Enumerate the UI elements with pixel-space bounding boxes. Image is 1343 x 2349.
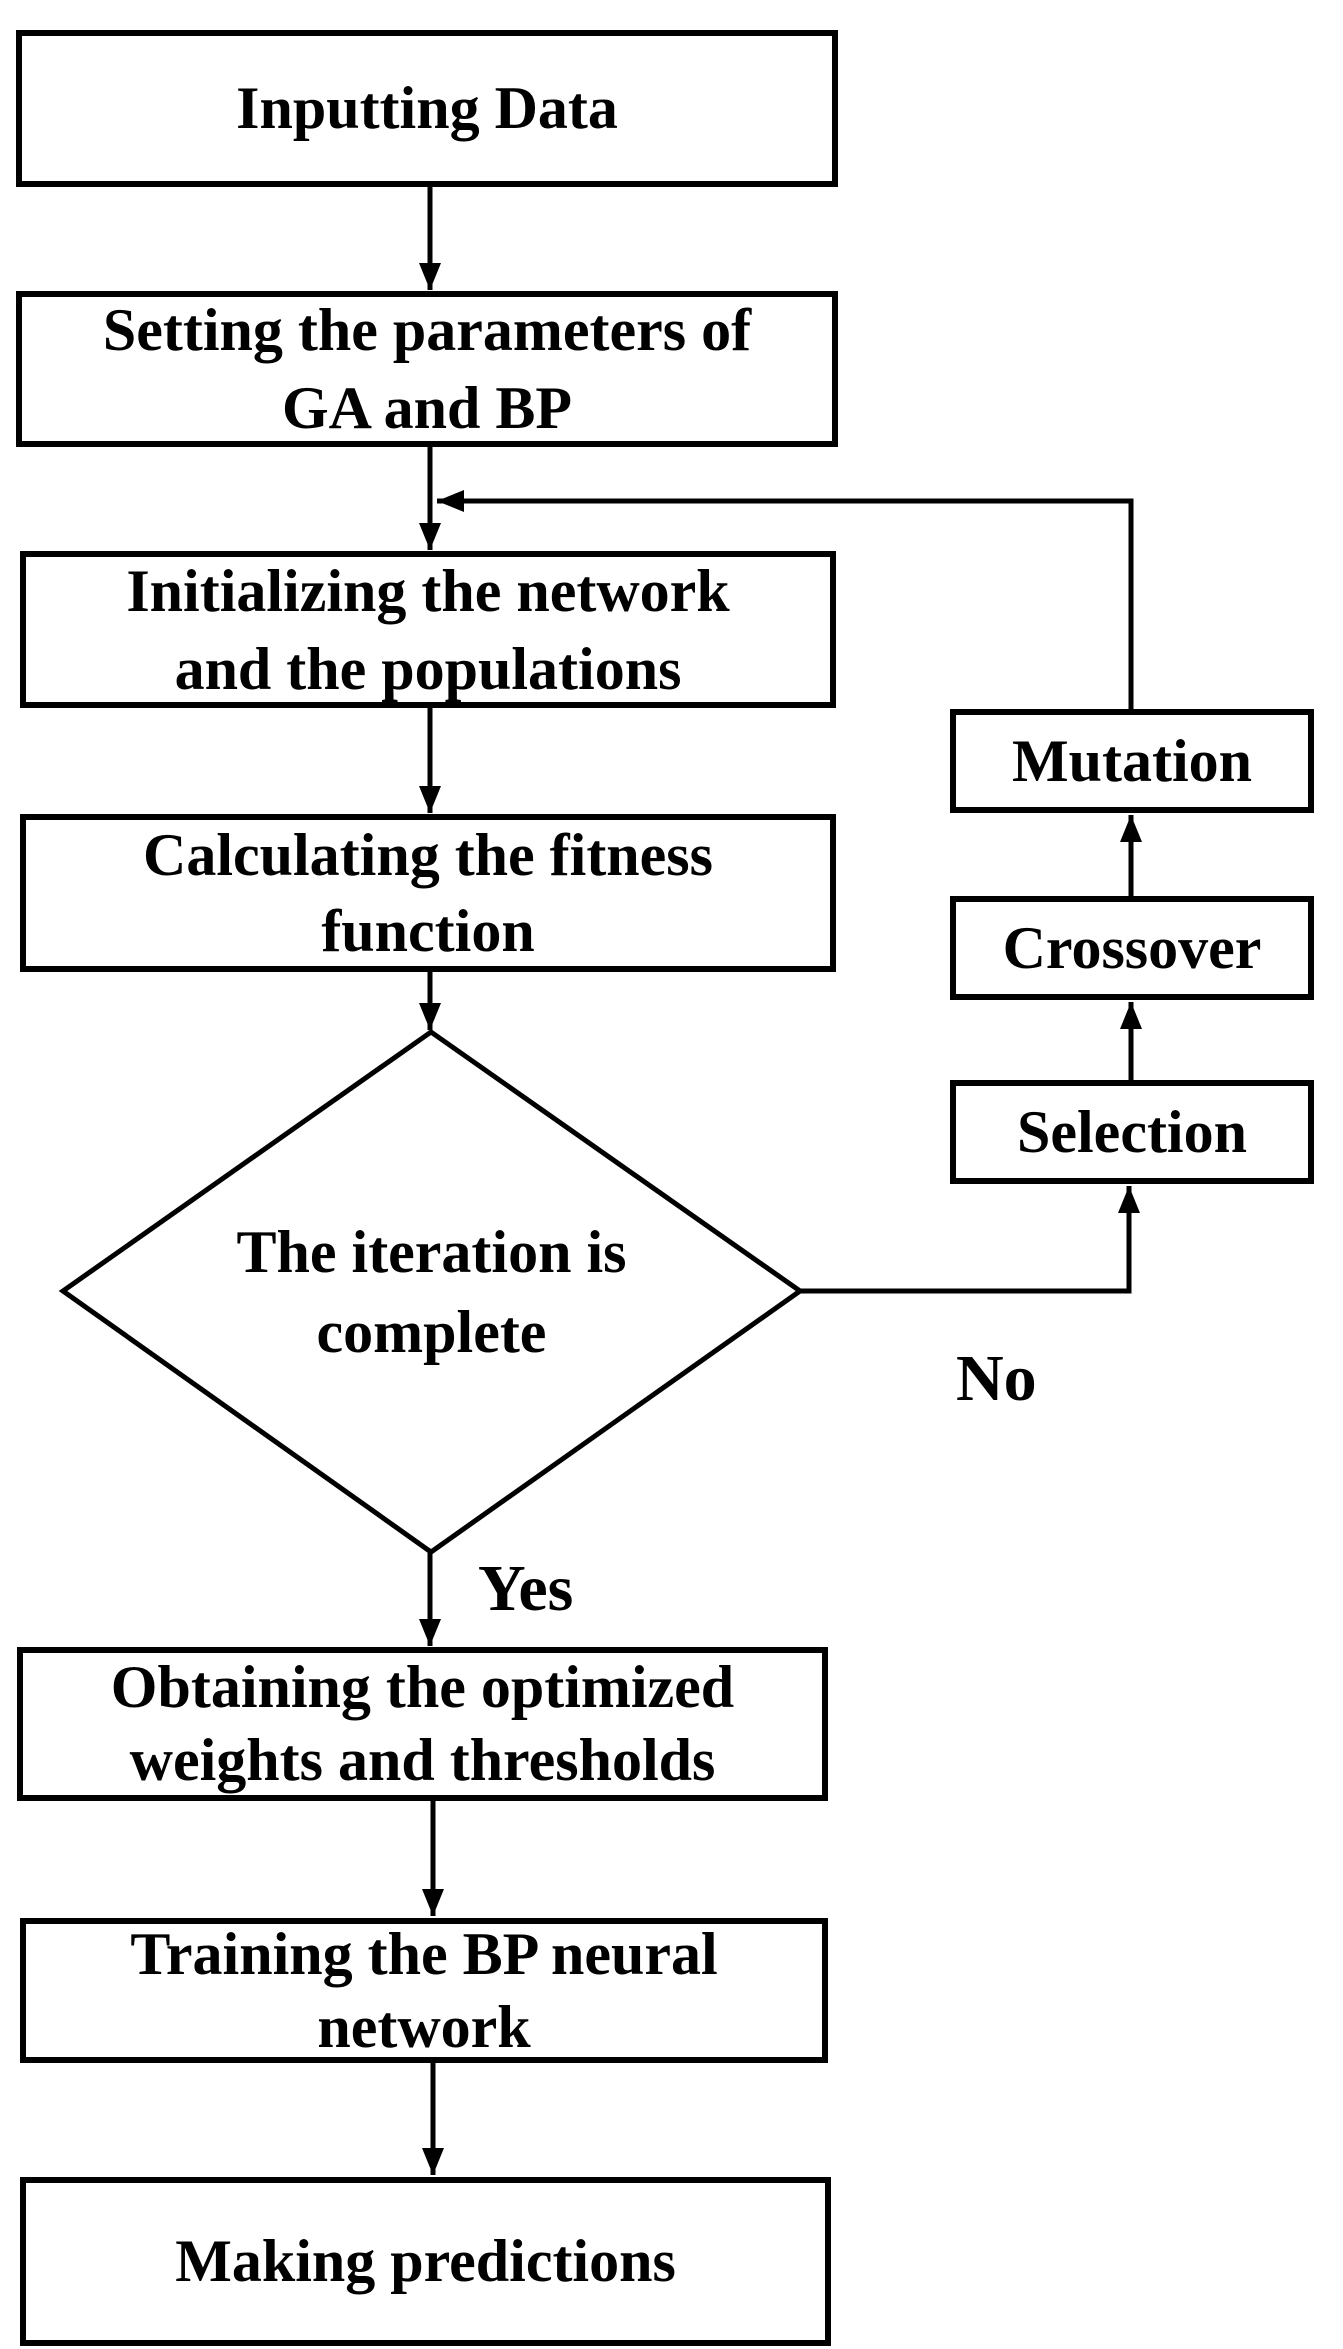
node-obtaining-weights: Obtaining the optimized weights and thre… (17, 1647, 828, 1801)
edge-label-no: No (956, 1342, 1037, 1415)
node-selection-label: Selection (1017, 1098, 1247, 1165)
node-calculating-fitness-line1: Calculating the fitness (143, 822, 713, 888)
node-making-predictions: Making predictions (20, 2177, 831, 2346)
node-inputting-data: Inputting Data (16, 30, 838, 187)
node-making-predictions-label: Making predictions (175, 2228, 676, 2294)
node-iteration-decision-label: The iteration is complete (63, 1212, 800, 1372)
node-selection: Selection (950, 1080, 1314, 1184)
node-calculating-fitness: Calculating the fitness function (20, 814, 836, 972)
edge-decision-no-to-selection (800, 1186, 1140, 1294)
node-iteration-decision-line2: complete (316, 1299, 547, 1365)
node-initializing-network: Initializing the network and the populat… (20, 551, 836, 708)
node-setting-parameters-line1: Setting the parameters of (102, 297, 752, 363)
node-iteration-decision-line1: The iteration is (236, 1219, 627, 1285)
edge-label-yes: Yes (478, 1552, 574, 1625)
node-training-bp-network-line1: Training the BP neural (130, 1920, 718, 1987)
node-training-bp-network: Training the BP neural network (20, 1918, 828, 2063)
node-mutation-label: Mutation (1012, 727, 1252, 794)
node-training-bp-network-line2: network (317, 1993, 531, 2060)
node-obtaining-weights-line2: weights and thresholds (129, 1727, 716, 1793)
node-setting-parameters-line2: GA and BP (281, 375, 573, 441)
node-setting-parameters: Setting the parameters of GA and BP (16, 291, 838, 447)
node-initializing-network-line2: and the populations (174, 635, 682, 702)
node-obtaining-weights-line1: Obtaining the optimized (110, 1654, 735, 1720)
edge-mutation-feedback-loop (437, 490, 1134, 709)
node-initializing-network-line1: Initializing the network (126, 557, 730, 624)
decision-diamond-shape (58, 1028, 805, 1556)
node-inputting-data-label: Inputting Data (236, 75, 618, 141)
node-mutation: Mutation (950, 709, 1314, 813)
node-crossover: Crossover (950, 896, 1314, 1000)
node-crossover-label: Crossover (1002, 914, 1262, 981)
node-calculating-fitness-line2: function (321, 898, 535, 964)
